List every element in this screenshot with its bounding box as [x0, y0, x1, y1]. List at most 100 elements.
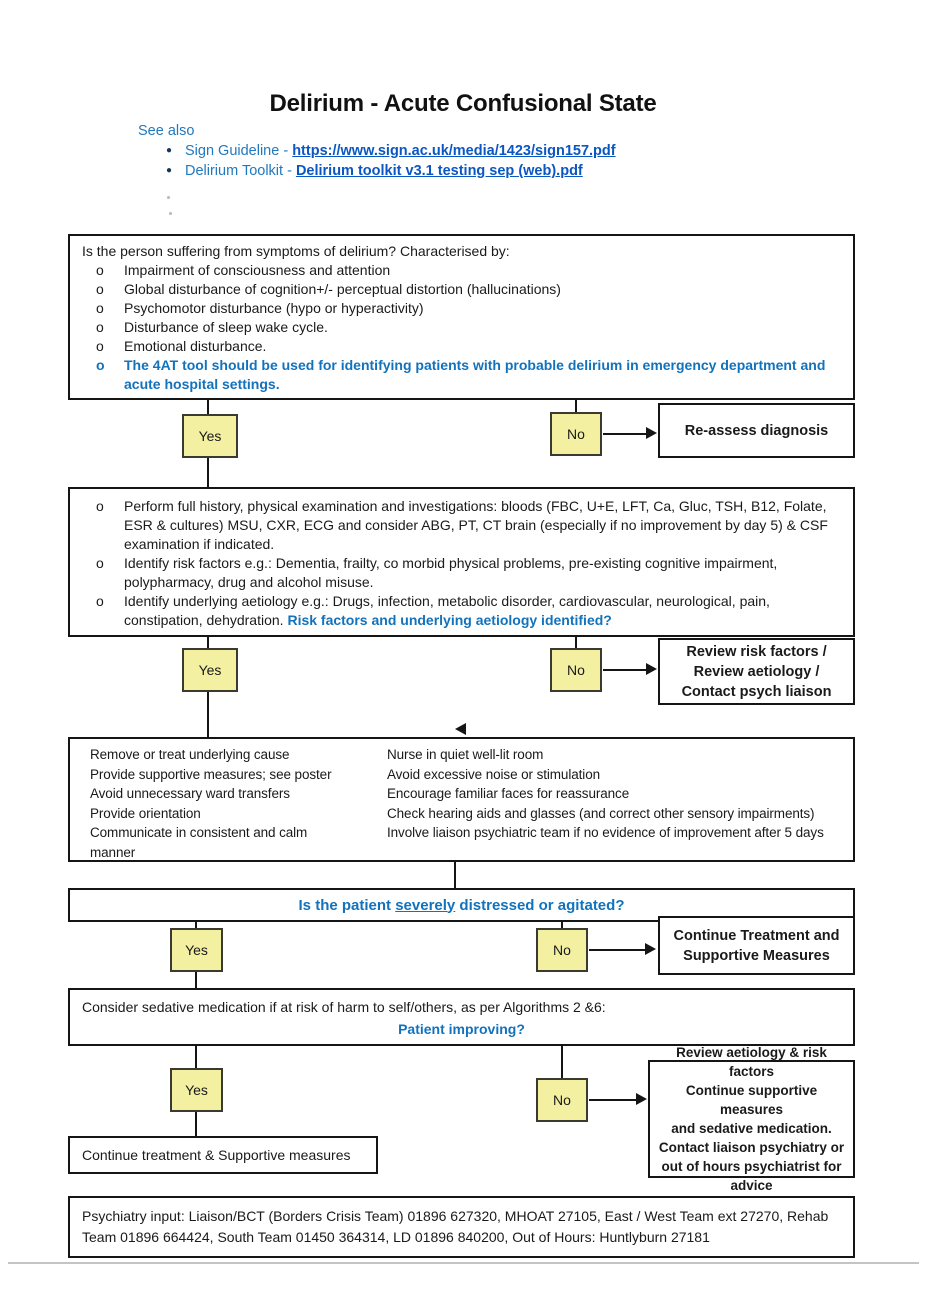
list-bullet: o: [96, 357, 105, 373]
continue-treatment-bottom-label: Continue treatment & Supportive measures: [82, 1146, 351, 1163]
connector-line: [561, 922, 563, 928]
connector-line: [195, 1046, 197, 1068]
review-line: and sedative medication.: [671, 1121, 832, 1136]
review-line: Review aetiology /: [693, 663, 820, 680]
see-also-label: See also: [138, 123, 195, 139]
distress-question: Is the patient severely distressed or ag…: [299, 897, 625, 914]
symptom-text: Psychomotor disturbance (hypo or hyperac…: [124, 300, 424, 316]
no-label: No: [567, 426, 585, 442]
reassess-box: Re-assess diagnosis: [658, 403, 855, 458]
continue-treatment-label: Continue Treatment and Supportive Measur…: [673, 927, 840, 964]
no-label: No: [553, 942, 571, 958]
no-box-2: No: [550, 648, 602, 692]
list-item: o Disturbance of sleep wake cycle.: [82, 318, 841, 337]
yes-box-4: Yes: [170, 1068, 223, 1112]
connector-line: [603, 669, 647, 671]
yes-label: Yes: [198, 428, 222, 444]
risk-factors-text: Identify risk factors e.g.: Dementia, fr…: [124, 555, 778, 590]
page-speck: [167, 196, 170, 199]
supportive-item: Involve liaison psychiatric team if no e…: [387, 825, 824, 840]
list-bullet: o: [96, 300, 104, 316]
no-box-1: No: [550, 412, 602, 456]
review-line: Review risk factors /: [686, 643, 827, 660]
bullet-icon: ●: [166, 165, 173, 176]
list-bullet: o: [96, 555, 104, 571]
review-line: Continue supportive measures: [685, 1083, 818, 1117]
arrow-right-icon: [636, 1093, 647, 1105]
distress-question-post: distressed or agitated?: [455, 896, 625, 914]
connector-line: [589, 949, 646, 951]
connector-line: [207, 692, 209, 737]
connector-line: [454, 862, 456, 888]
link-row-delirium-toolkit: ●Delirium Toolkit - Delirium toolkit v3.…: [166, 163, 583, 179]
distress-question-severely: severely: [395, 896, 456, 914]
psychiatry-contact-text: Psychiatry input: Liaison/BCT (Borders C…: [82, 1208, 829, 1245]
delirium-toolkit-link[interactable]: Delirium toolkit v3.1 testing sep (web).…: [295, 163, 583, 179]
no-label: No: [553, 1092, 571, 1108]
continue-treatment-box: Continue Treatment and Supportive Measur…: [658, 916, 855, 975]
yes-box-1: Yes: [182, 414, 238, 458]
arrow-right-icon: [645, 943, 656, 955]
yes-label: Yes: [185, 1082, 208, 1098]
yes-box-2: Yes: [182, 648, 238, 692]
symptom-text: Global disturbance of cognition+/- perce…: [124, 281, 561, 297]
no-label: No: [567, 662, 585, 678]
continue-treatment-bottom-box: Continue treatment & Supportive measures: [68, 1136, 378, 1174]
review-line: Contact liaison psychiatry or: [658, 1140, 845, 1155]
connector-line: [207, 400, 209, 415]
connector-line: [195, 922, 197, 928]
supportive-left-column: Remove or treat underlying cause Provide…: [90, 745, 355, 862]
aetiology-text: Identify underlying aetiology e.g.: Drug…: [124, 593, 770, 628]
yes-label: Yes: [198, 662, 222, 678]
page-speck: [169, 212, 172, 215]
reassess-label: Re-assess diagnosis: [684, 422, 829, 439]
supportive-measures-box: Remove or treat underlying cause Provide…: [68, 737, 855, 862]
fourAT-note: The 4AT tool should be used for identify…: [124, 357, 826, 392]
list-item: o Psychomotor disturbance (hypo or hypera…: [82, 299, 841, 318]
list-bullet: o: [96, 319, 104, 335]
question-intro: Is the person suffering from symptoms of…: [82, 243, 510, 259]
supportive-item: Communicate in consistent and calm manne…: [90, 825, 308, 860]
list-item: o Identify risk factors e.g.: Dementia, f…: [82, 554, 841, 592]
arrow-right-icon: [646, 663, 657, 675]
link-row-sign-guideline: ●Sign Guideline - https://www.sign.ac.uk…: [166, 143, 616, 159]
connector-line: [603, 433, 647, 435]
page-edge-line: [8, 1262, 919, 1264]
symptom-text: Emotional disturbance.: [124, 338, 267, 354]
supportive-item: Provide orientation: [90, 805, 201, 821]
aetiology-question: Risk factors and underlying aetiology id…: [287, 612, 612, 628]
sign-guideline-link[interactable]: https://www.sign.ac.uk/media/1423/sign15…: [292, 143, 616, 159]
review-line: Contact psych liaison: [681, 683, 832, 700]
page-title: Delirium - Acute Confusional State: [269, 90, 657, 117]
list-item: o Impairment of consciousness and attenti…: [82, 261, 841, 280]
list-bullet: o: [96, 593, 104, 609]
review-risk-box: Review risk factors / Review aetiology /…: [658, 638, 855, 705]
list-bullet: o: [96, 262, 104, 278]
question-box-sedation: Consider sedative medication if at risk …: [68, 988, 855, 1046]
review-line: Review aetiology & risk factors: [676, 1045, 827, 1079]
connector-line: [561, 1046, 563, 1078]
supportive-item: Encourage familiar faces for reassurance: [387, 786, 630, 801]
connector-line: [195, 972, 197, 988]
list-item: o Identify underlying aetiology e.g.: Dru…: [82, 592, 841, 630]
connector-line: [575, 637, 577, 648]
connector-line: [589, 1099, 637, 1101]
no-box-3: No: [536, 928, 588, 972]
psychiatry-contact-box: Psychiatry input: Liaison/BCT (Borders C…: [68, 1196, 855, 1258]
bullet-icon: ●: [166, 145, 173, 156]
list-item-highlight: o The 4AT tool should be used for identif…: [82, 356, 841, 394]
supportive-item: Avoid unnecessary ward transfers: [90, 786, 290, 801]
no-box-4: No: [536, 1078, 588, 1122]
connector-line: [575, 400, 577, 413]
symptom-text: Impairment of consciousness and attentio…: [124, 262, 391, 278]
arrow-right-icon: [646, 427, 657, 439]
review-line: advice: [730, 1178, 773, 1193]
review-line: out of hours psychiatrist for: [661, 1159, 842, 1174]
supportive-item: Nurse in quiet well-lit room: [387, 747, 544, 762]
symptom-text: Disturbance of sleep wake cycle.: [124, 319, 328, 335]
